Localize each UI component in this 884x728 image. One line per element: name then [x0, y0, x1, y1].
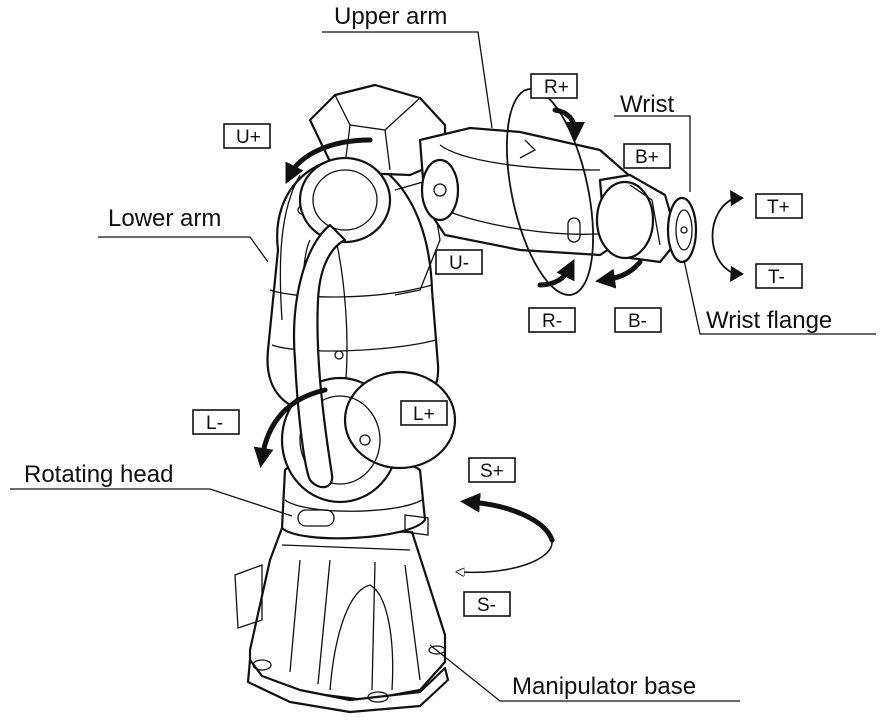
manipulator-base-shape	[234, 526, 450, 714]
label-rotating-head: Rotating head	[24, 461, 173, 488]
svg-text:S-: S-	[477, 595, 496, 616]
axis-box-b-plus: B+	[623, 143, 671, 169]
leader-rotating-head	[10, 488, 293, 517]
wrist-shape	[595, 173, 680, 264]
leader-manipulator-base	[429, 644, 740, 702]
leader-wrist-flange	[683, 259, 876, 335]
svg-text:L-: L-	[206, 413, 223, 434]
motion-arrows	[253, 88, 744, 572]
label-lower-arm: Lower arm	[108, 205, 221, 232]
u-axis-housing-shape	[298, 83, 447, 296]
axis-box-s-plus: S+	[468, 457, 516, 483]
svg-text:T+: T+	[767, 197, 790, 218]
axis-box-l-plus: L+	[400, 400, 448, 426]
cable-shape	[292, 223, 347, 489]
t-axis-arrow-bottom	[730, 266, 744, 282]
axis-box-b-minus: B-	[614, 307, 662, 333]
s-axis-arrow-plus	[460, 492, 555, 543]
part-labels: Upper arm Wrist Lower arm Wrist flange R…	[24, 3, 832, 700]
label-upper-arm: Upper arm	[334, 3, 447, 30]
leader-upper-arm	[322, 31, 493, 129]
svg-text:U-: U-	[449, 253, 469, 274]
b-axis-arrow	[595, 259, 643, 289]
svg-text:L+: L+	[413, 404, 435, 425]
r-axis-arrow-bottom	[537, 259, 575, 288]
axis-box-t-minus: T-	[755, 263, 803, 289]
leader-lower-arm	[98, 236, 269, 263]
svg-text:U+: U+	[236, 127, 261, 148]
s-axis-arrow-minus	[460, 539, 553, 572]
r-axis-arrow-top	[552, 107, 585, 142]
axis-box-u-plus: U+	[223, 123, 271, 149]
label-manipulator-base: Manipulator base	[512, 673, 696, 700]
axis-box-l-minus: L-	[192, 409, 240, 435]
svg-text:R-: R-	[542, 311, 562, 332]
axis-box-r-plus: R+	[530, 73, 578, 99]
upper-arm-shape	[418, 126, 642, 257]
r-axis-ring	[505, 88, 595, 296]
u-axis-arrow	[285, 137, 373, 184]
label-wrist: Wrist	[620, 91, 675, 118]
axis-box-t-plus: T+	[755, 193, 803, 219]
leader-lines	[10, 31, 876, 702]
svg-text:B-: B-	[628, 311, 647, 332]
leader-wrist	[614, 115, 691, 192]
svg-text:T-: T-	[768, 267, 785, 288]
axis-box-s-minus: S-	[463, 591, 511, 617]
svg-text:S+: S+	[480, 461, 504, 482]
t-axis-arrow-top	[730, 190, 744, 206]
svg-text:B+: B+	[635, 147, 659, 168]
axis-labels: R+ U+ B+ T+ U- T- R- B-	[192, 73, 803, 617]
axis-box-u-minus: U-	[435, 249, 483, 275]
wrist-flange-shape	[666, 196, 698, 264]
t-axis-arc	[711, 197, 736, 275]
robot-drawing	[234, 83, 698, 714]
svg-text:R+: R+	[544, 77, 569, 98]
axis-box-r-minus: R-	[528, 307, 576, 333]
l-axis-arrow	[253, 387, 328, 468]
label-wrist-flange: Wrist flange	[706, 307, 832, 334]
